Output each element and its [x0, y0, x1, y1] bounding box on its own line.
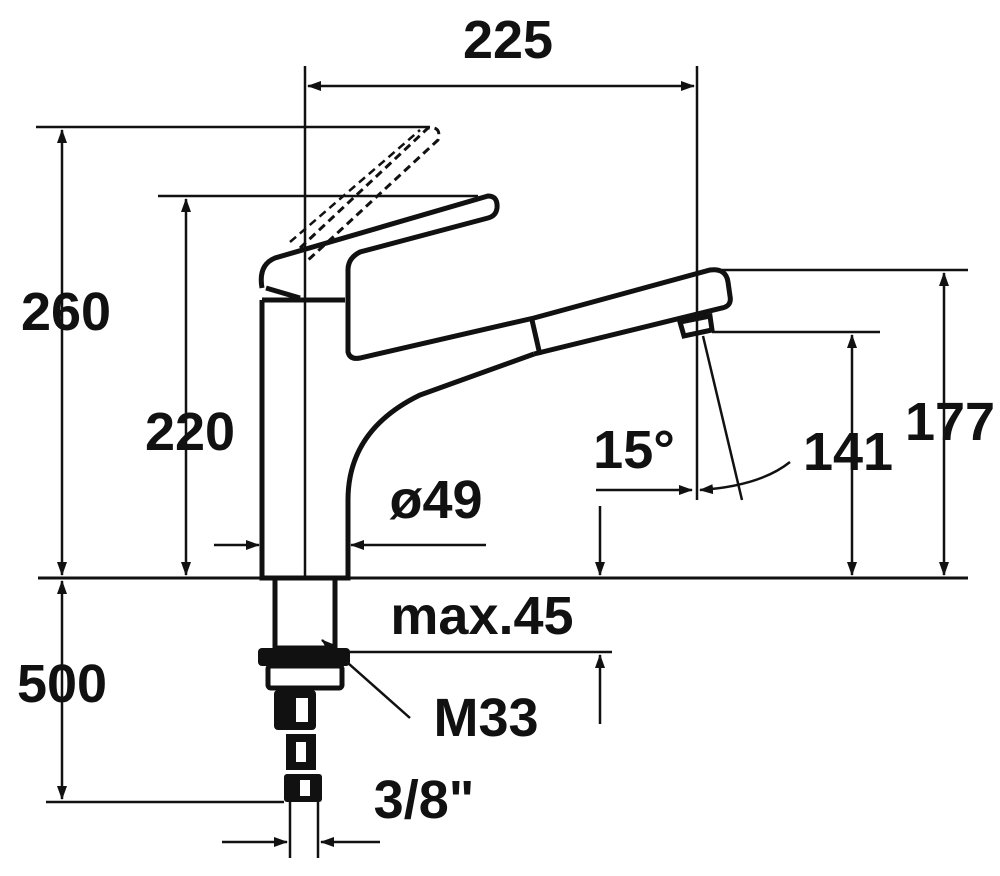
spray-outlet: [676, 313, 715, 339]
dim-141-label: 141: [803, 422, 893, 482]
dim-connection: 3/8": [222, 770, 474, 858]
dim-connection-label: 3/8": [374, 770, 475, 830]
dim-max45-label: max.45: [390, 586, 573, 646]
dim-225: 225: [303, 10, 699, 578]
hose-fitting-1-window: [296, 698, 308, 722]
spray-head-joint: [529, 319, 543, 356]
dim-angle-label: 15°: [593, 420, 675, 480]
dim-max45: max.45: [390, 506, 605, 724]
dim-177: 177: [722, 268, 995, 576]
dim-177-label: 177: [905, 392, 995, 452]
dim-diameter-label: ø49: [389, 470, 482, 530]
hose-end-window: [300, 780, 310, 796]
faucet-body: [258, 126, 733, 802]
lever-raised-inner: [289, 129, 421, 243]
nut: [258, 648, 350, 666]
hose-fitting-2-window: [296, 742, 306, 762]
column: [259, 300, 535, 581]
washer: [265, 663, 345, 691]
dim-angle: 15°: [593, 335, 791, 501]
dim-260-label: 260: [21, 282, 111, 342]
lever-base: [265, 285, 301, 301]
dim-220-label: 220: [145, 402, 235, 462]
dim-141: 141: [712, 330, 893, 576]
dim-260: 260: [21, 125, 430, 576]
dim-diameter: ø49: [214, 470, 486, 550]
lever: [258, 193, 500, 300]
label-m33: M33: [321, 639, 539, 748]
spout: [345, 267, 733, 361]
hose-fitting-1: [274, 690, 316, 730]
label-m33-text: M33: [433, 688, 538, 748]
dim-220: 220: [145, 194, 478, 576]
dim-225-label: 225: [463, 10, 553, 70]
dim-500: 500: [17, 580, 284, 804]
shank: [272, 580, 338, 651]
dim-500-label: 500: [17, 654, 107, 714]
